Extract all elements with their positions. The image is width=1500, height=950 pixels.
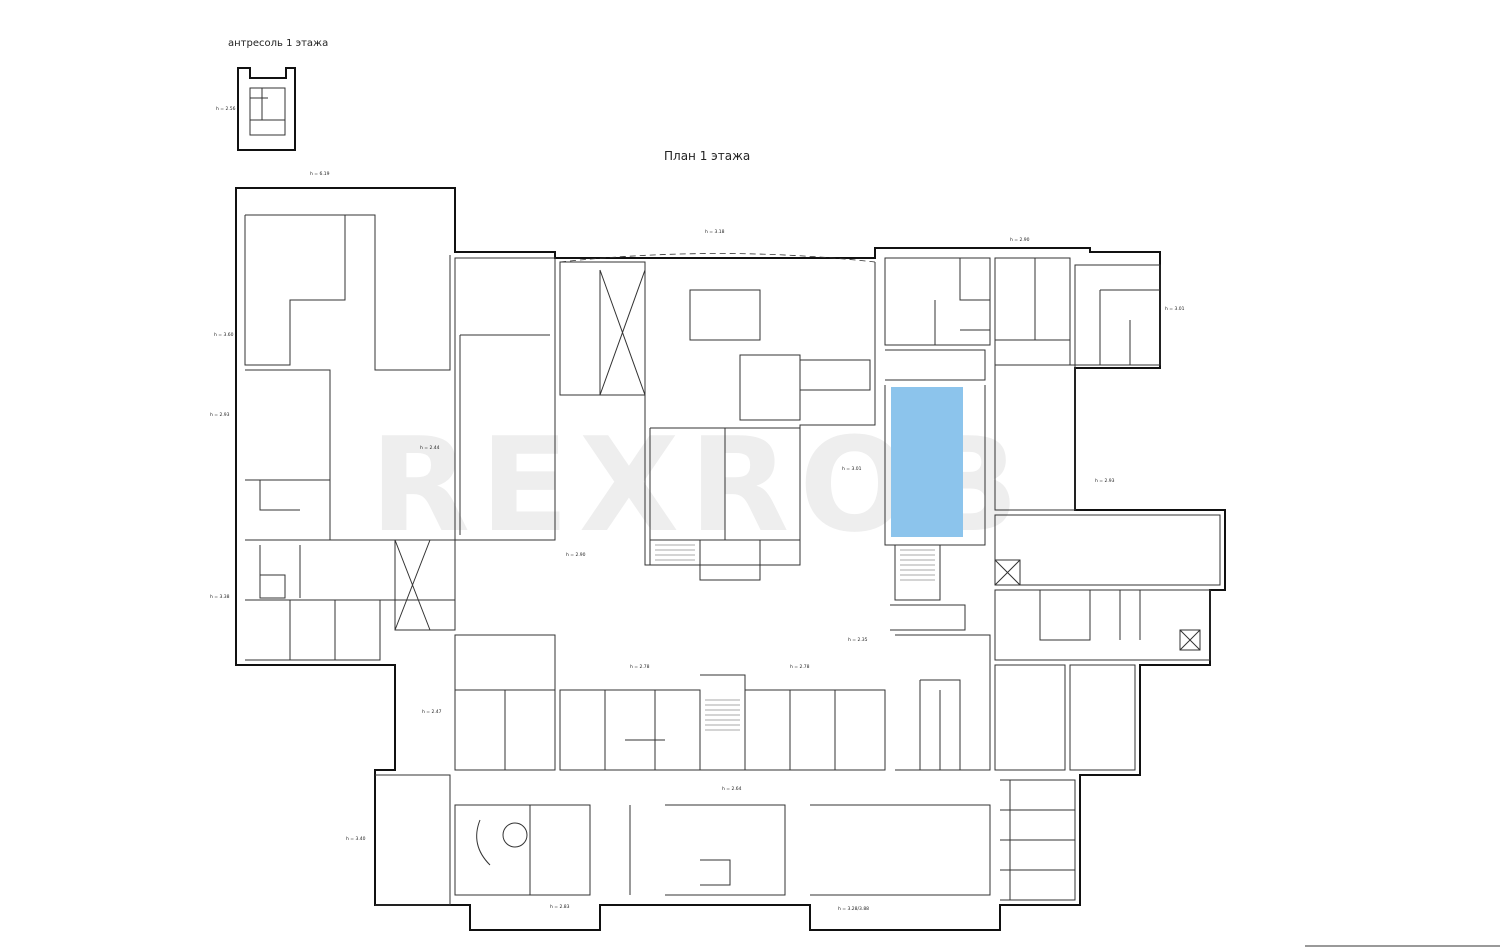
height-label: h = 2.44 (420, 445, 440, 451)
height-label: h = 2.90 (1010, 237, 1030, 243)
mezzanine-plan: h = 2.56 (216, 67, 296, 151)
height-label: h = 2.78 (790, 664, 810, 670)
highlighted-room-shape (891, 387, 963, 537)
building-walls (235, 187, 1226, 931)
height-label: h = 3.01 (842, 466, 862, 472)
height-label: h = 3.38 (210, 594, 230, 600)
height-label: h = 2.93 (210, 412, 230, 418)
height-label: h = 3.60 (214, 332, 234, 338)
mezzanine-caption: антресоль 1 этажа (228, 38, 328, 49)
height-label: h = 3.01 (1165, 306, 1185, 312)
height-label: h = 3.18 (705, 229, 725, 235)
height-label: h = 6.19 (310, 171, 330, 177)
height-labels: h = 6.19 h = 3.18 h = 2.90 h = 3.01 h = … (210, 171, 1185, 912)
height-label: h = 2.35 (848, 637, 868, 643)
height-label: h = 2.83 (550, 904, 570, 910)
plan-caption: План 1 этажа (664, 149, 750, 163)
height-label: h = 3.28/3.88 (838, 906, 869, 912)
height-label: h = 2.64 (722, 786, 742, 792)
height-label: h = 2.78 (630, 664, 650, 670)
mezzanine-height: h = 2.56 (216, 106, 236, 112)
height-label: h = 2.47 (422, 709, 442, 715)
height-label: h = 2.93 (1095, 478, 1115, 484)
height-label: h = 2.90 (566, 552, 586, 558)
height-label: h = 3.40 (346, 836, 366, 842)
